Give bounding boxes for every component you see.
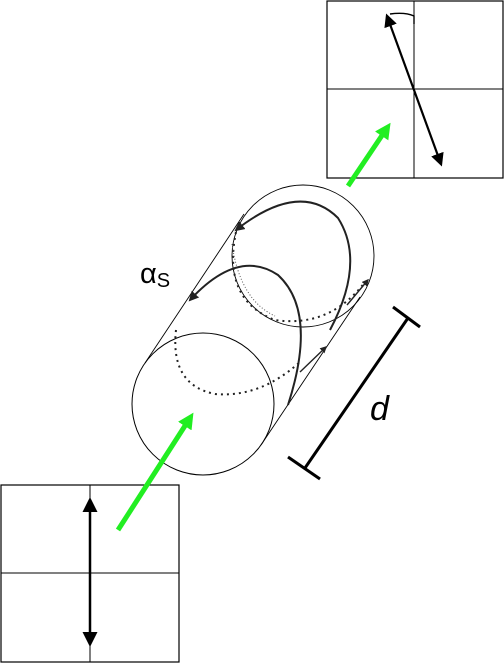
input-polarization-box [0, 484, 180, 663]
rotation-angle-label: αS [140, 258, 170, 292]
rotation-arrow-back [234, 200, 352, 331]
cylinder-top-edge [144, 213, 245, 364]
hidden-path-back [232, 231, 366, 323]
cylinder-front-face [131, 332, 275, 476]
incoming-beam-arrow [115, 412, 194, 532]
rotation-arrow-outer [346, 278, 369, 306]
rotation-arrow-inner [299, 346, 328, 373]
length-cap-top [392, 305, 421, 329]
output-polarization-arrow [384, 13, 444, 167]
length-cap-bottom [287, 455, 321, 481]
cylinder-bottom-edge [260, 296, 361, 446]
rotation-arrow-front [188, 264, 302, 406]
alpha-subscript: S [157, 270, 170, 292]
distance-label: d [370, 390, 390, 428]
hidden-path-back-thin [231, 243, 276, 317]
sample-cylinder [131, 184, 375, 476]
length-indicator [287, 305, 421, 481]
cylinder-back-face [231, 184, 375, 328]
output-polarization-box [326, 0, 504, 179]
outgoing-beam-arrow [345, 122, 391, 188]
alpha-symbol: α [140, 258, 157, 290]
length-line [303, 317, 410, 469]
hidden-path-front [174, 329, 301, 396]
rotation-angle-arc-icon [389, 12, 415, 24]
